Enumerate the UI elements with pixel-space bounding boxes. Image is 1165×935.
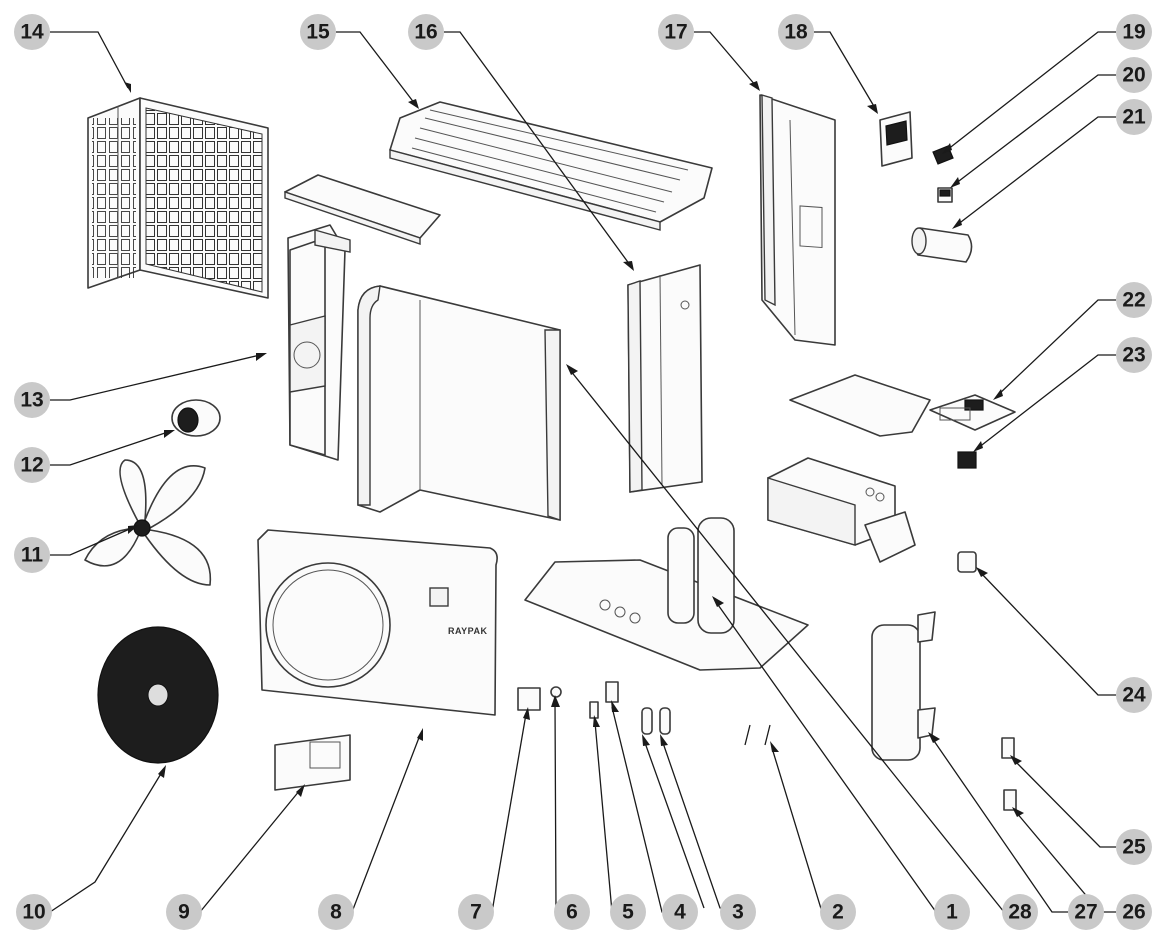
controller-enclosure-part	[274, 734, 351, 791]
probe-parts	[744, 724, 771, 746]
callout-22: 22	[1116, 282, 1152, 318]
capacitor-part	[911, 227, 973, 263]
electrical-box-part	[767, 457, 916, 563]
callout-26: 26	[1116, 894, 1152, 930]
callout-27: 27	[1068, 894, 1104, 930]
callout-17: 17	[658, 14, 694, 50]
callout-25: 25	[1116, 829, 1152, 865]
side-panel-part	[357, 285, 561, 521]
contactor-part	[957, 451, 977, 469]
base-tray-part	[524, 559, 809, 671]
svg-text:19: 19	[1122, 21, 1145, 44]
svg-text:14: 14	[20, 21, 44, 44]
svg-text:24: 24	[1122, 684, 1146, 707]
callout-20: 20	[1116, 57, 1152, 93]
svg-text:9: 9	[178, 901, 190, 924]
callout-11: 11	[14, 537, 50, 573]
callout-5: 5	[610, 894, 646, 930]
callout-15: 15	[300, 14, 336, 50]
control-board-part	[929, 394, 1016, 431]
svg-text:18: 18	[784, 21, 808, 44]
heat-exchanger-part	[871, 611, 936, 761]
pressure-switch-part	[605, 681, 619, 703]
svg-text:27: 27	[1074, 901, 1097, 924]
controller-display-part	[879, 111, 913, 167]
svg-text:5: 5	[622, 901, 634, 924]
svg-text:22: 22	[1122, 289, 1145, 312]
callout-7: 7	[458, 894, 494, 930]
svg-text:15: 15	[306, 21, 330, 44]
callout-10: 10	[16, 894, 52, 930]
rear-grille-part	[87, 97, 269, 299]
svg-text:23: 23	[1122, 344, 1145, 367]
flow-switch-part	[517, 687, 541, 711]
svg-text:26: 26	[1122, 901, 1145, 924]
callout-23: 23	[1116, 337, 1152, 373]
svg-text:1: 1	[946, 901, 958, 924]
callouts: 14 15 16 17 18 19 20 21 22 23 24 25 26 2…	[14, 14, 1152, 930]
svg-text:10: 10	[22, 901, 45, 924]
tall-side-panel-part	[759, 94, 836, 346]
svg-text:4: 4	[674, 901, 686, 924]
svg-text:21: 21	[1122, 106, 1146, 129]
callout-3: 3	[720, 894, 756, 930]
callout-9: 9	[166, 894, 202, 930]
svg-text:7: 7	[470, 901, 482, 924]
terminal-block-part	[937, 187, 953, 203]
sensor-plug-part	[957, 551, 977, 573]
fan-motor-part	[171, 399, 221, 437]
svg-text:16: 16	[414, 21, 437, 44]
svg-text:12: 12	[20, 454, 43, 477]
right-column-panel-part	[627, 264, 703, 493]
filter-drier-parts	[641, 707, 671, 735]
svg-text:3: 3	[732, 901, 744, 924]
svg-text:13: 13	[20, 389, 43, 412]
fan-blade-part	[84, 459, 212, 586]
callout-24: 24	[1116, 677, 1152, 713]
callout-19: 19	[1116, 14, 1152, 50]
drain-plug-parts	[1001, 737, 1017, 811]
callout-4: 4	[662, 894, 698, 930]
callout-8: 8	[318, 894, 354, 930]
inner-top-plate-part	[284, 174, 441, 245]
callout-6: 6	[554, 894, 590, 930]
svg-text:20: 20	[1122, 64, 1145, 87]
callout-28: 28	[1002, 894, 1038, 930]
fitting-parts-group	[517, 681, 771, 746]
svg-text:25: 25	[1122, 836, 1146, 859]
front-panel-logo: RAYPAK	[448, 626, 488, 636]
svg-text:2: 2	[832, 901, 844, 924]
callout-21: 21	[1116, 99, 1152, 135]
top-cover-part	[389, 101, 713, 231]
callout-13: 13	[14, 382, 50, 418]
callout-12: 12	[14, 447, 50, 483]
svg-text:6: 6	[566, 901, 578, 924]
small-sensor-part	[550, 686, 562, 698]
fan-guard-part	[97, 626, 219, 764]
svg-text:8: 8	[330, 901, 342, 924]
middle-partition-part	[287, 224, 351, 461]
callout-14: 14	[14, 14, 50, 50]
compressor-part	[667, 517, 735, 634]
svg-text:11: 11	[21, 544, 44, 567]
callout-16: 16	[408, 14, 444, 50]
control-board-plate-part	[789, 374, 931, 437]
front-panel-part: RAYPAK	[257, 529, 498, 716]
callout-1: 1	[934, 894, 970, 930]
callout-18: 18	[778, 14, 814, 50]
svg-text:28: 28	[1008, 901, 1032, 924]
callout-2: 2	[820, 894, 856, 930]
svg-text:17: 17	[664, 21, 687, 44]
